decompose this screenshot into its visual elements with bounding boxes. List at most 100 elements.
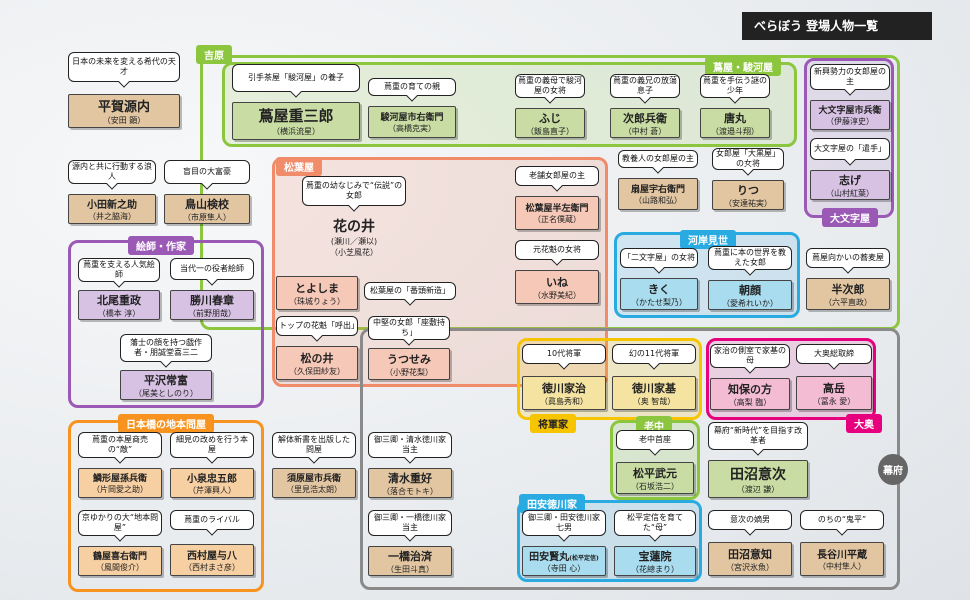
character-name: とよしま (295, 281, 339, 295)
card-shimizu: 御三卿・清水徳川家当主 清水重好（落合モトキ） (368, 432, 452, 498)
card-takemoto: 老中首座 松平武元（石坂浩二） (616, 430, 694, 494)
actor-name: （里見浩太朗） (286, 485, 342, 494)
page-title: べらぼう 登場人物一覧 (742, 12, 932, 40)
role-label: 日本の未来を変える希代の天才 (68, 52, 180, 82)
character-name: りつ (736, 183, 760, 197)
actor-name: （花總まり） (631, 564, 679, 574)
role-label: 幻の11代将軍 (612, 344, 696, 364)
card-utsusemi: 中堅の女郎「座敷持ち」 うつせみ（小野花梨） (368, 316, 450, 380)
actor-name: （高梨 臨） (728, 397, 772, 407)
character-name: 志げ (839, 173, 861, 187)
role-label: トップの花魁「呼出」 (276, 316, 359, 336)
card-hitotsubashi: 御三卿・一橋徳川家当主 一橋治済（生田斗真） (368, 510, 452, 576)
character-name: 朝顔 (739, 283, 761, 297)
actor-name: （西村まさ彦） (184, 563, 240, 572)
character-name: ふじ (539, 111, 561, 125)
character-name: 鳥山検校 (185, 197, 229, 211)
character-name: 知保の方 (728, 382, 772, 396)
actor-name: （尾美としのり） (134, 388, 198, 398)
character-name: 宝蓮院 (638, 549, 672, 563)
character-name: 徳川家治 (542, 381, 586, 395)
role-label: 蔦重の幼なじみで“伝説”の女郎 (302, 176, 406, 206)
role-label: 蔦重の育ての親 (368, 78, 456, 96)
actor-name: （かたせ梨乃） (631, 297, 687, 307)
role-label: 蔦重を手伝う謎の少年 (700, 74, 770, 98)
actor-name: （横浜流星） (272, 127, 320, 136)
actor-name: （宮沢氷魚） (726, 562, 774, 572)
region-label-shogunke: 将軍家 (530, 414, 576, 433)
role-label: 御三卿・一橋徳川家当主 (368, 510, 452, 536)
actor-name: （冨永 愛） (812, 396, 856, 406)
card-chiho: 家治の側室で家基の母 知保の方（高梨 臨） (710, 344, 790, 410)
character-name: 扇屋宇右衛門 (630, 185, 685, 195)
role-label: 意次の嫡男 (708, 510, 792, 530)
character-name: いね (546, 275, 568, 289)
region-label-tsutaya: 蔦屋・駿河屋 (705, 57, 781, 76)
role-label: 老舗女郎屋の主 (515, 166, 599, 186)
card-tsuruya: 京ゆかりの大“地本問屋” 鶴屋喜右衛門（風間俊介） (78, 510, 162, 576)
character-name: 勝川春章 (190, 293, 234, 307)
character-name: 須原屋市兵衛 (286, 474, 341, 484)
character-name: うつせみ (387, 352, 431, 366)
role-label: 御三卿・清水徳川家当主 (368, 432, 452, 458)
role-label: 解体新書を出版した問屋 (272, 432, 356, 458)
character-name: 松平武元 (633, 466, 677, 480)
role-label: 当代一の役者絵師 (170, 258, 254, 280)
actor-name: （寺田 心） (542, 564, 586, 573)
actor-name: （珠城りょう） (289, 296, 345, 306)
character-name: 蔦屋重三郎 (258, 107, 334, 125)
actor-name: （前野朋哉） (188, 308, 236, 318)
character-name: 次郎兵衛 (623, 111, 667, 125)
role-label: 幕府“新時代”を目指す改革者 (708, 422, 808, 450)
actor-name: （伊藤淳史） (826, 117, 874, 126)
character-name: 長谷川平蔵 (817, 550, 867, 561)
role-label: 藩士の顔を持つ戯作者・朋誠堂喜三二 (120, 334, 212, 362)
actor-name: （小野花梨） (385, 367, 433, 377)
actor-name: （高橋克実） (388, 124, 436, 133)
card-ieharu: 10代将軍 徳川家治（眞島秀和） (522, 344, 606, 410)
role-label: 松平定信を育てた“母” (614, 510, 696, 536)
card-hozen: 松平定信を育てた“母” 宝蓮院（花總まり） (614, 510, 696, 576)
role-label: 老中首座 (616, 430, 694, 450)
actor-name: （落合モトキ） (382, 486, 438, 496)
region-label-matsubaya: 松葉屋 (276, 157, 322, 176)
character-name: 清水重好 (388, 471, 432, 485)
role-label: 源内と共に行動する浪人 (68, 160, 156, 184)
actor-name: （眞島秀和） (540, 396, 588, 406)
character-name: 鱗形屋孫兵衛 (92, 474, 147, 484)
character-alias: (松平定信) (569, 555, 599, 562)
actor-name: （愛希れいか） (722, 298, 778, 308)
card-hasegawa: のちの“鬼平” 長谷川平蔵（中村隼人） (800, 510, 884, 576)
role-label-bantou: 松葉屋の「番頭新造」 (364, 282, 456, 300)
character-name: 田沼意次 (730, 466, 786, 483)
character-name: 鶴屋喜右衛門 (92, 552, 147, 562)
role-label: 女郎屋「大黒屋」の女将 (712, 148, 784, 170)
actor-name: （片岡愛之助） (92, 485, 148, 494)
card-torayama: 盲目の大富豪 鳥山検校（市原隼人） (164, 160, 250, 224)
actor-name: （六平直政） (824, 297, 872, 307)
role-label: 中堅の女郎「座敷持ち」 (368, 316, 450, 340)
role-label: 蔦重の本屋商売の“敵” (78, 432, 162, 458)
role-label: 蔦重の義兄の放蕩息子 (610, 74, 680, 98)
card-ine: 元花魁の女将 いね（水野美紀） (515, 240, 599, 304)
character-alias: (瀬川／瀬以) (330, 237, 378, 246)
character-name: 松の井 (300, 351, 334, 365)
card-hirasawa: 藩士の顔を持つ戯作者・朋誠堂喜三二 平沢常富（尾美としのり） (120, 334, 212, 400)
card-tanuma: 幕府“新時代”を目指す改革者 田沼意次（渡辺 謙） (708, 422, 808, 498)
region-label-eshi: 絵師・作家 (128, 236, 194, 255)
region-label-ooku: 大奥 (846, 414, 882, 433)
region-label-yoshiwara: 吉原 (196, 45, 232, 64)
card-jirobee: 蔦重の義兄の放蕩息子 次郎兵衛（中村 蒼） (610, 74, 680, 138)
character-name: 西村屋与八 (187, 551, 237, 562)
card-fuji: 蔦重の義母で駿河屋の女将 ふじ（飯島直子） (515, 74, 585, 138)
card-suharaya: 解体新書を出版した問屋 須原屋市兵衛（里見浩太朗） (272, 432, 356, 498)
card-nishimura: 蔦重のライバル 西村屋与八（西村まさ彦） (170, 510, 254, 576)
card-daimonji-boss: 新興勢力の女郎屋の主 大文字屋市兵衛（伊藤淳史） (810, 64, 890, 130)
role-label: 家治の側室で家基の母 (710, 344, 790, 368)
character-name: 松葉屋半左衛門 (525, 204, 589, 214)
actor-name: （井之脇海） (88, 212, 136, 221)
character-name: 小田新之助 (87, 200, 137, 211)
actor-name: （渡邉斗翔） (711, 126, 759, 136)
character-name: 半次郎 (831, 282, 865, 296)
card-matsuba-boss: 老舗女郎屋の主 松葉屋半左衛門（正名僕蔵） (515, 166, 599, 230)
